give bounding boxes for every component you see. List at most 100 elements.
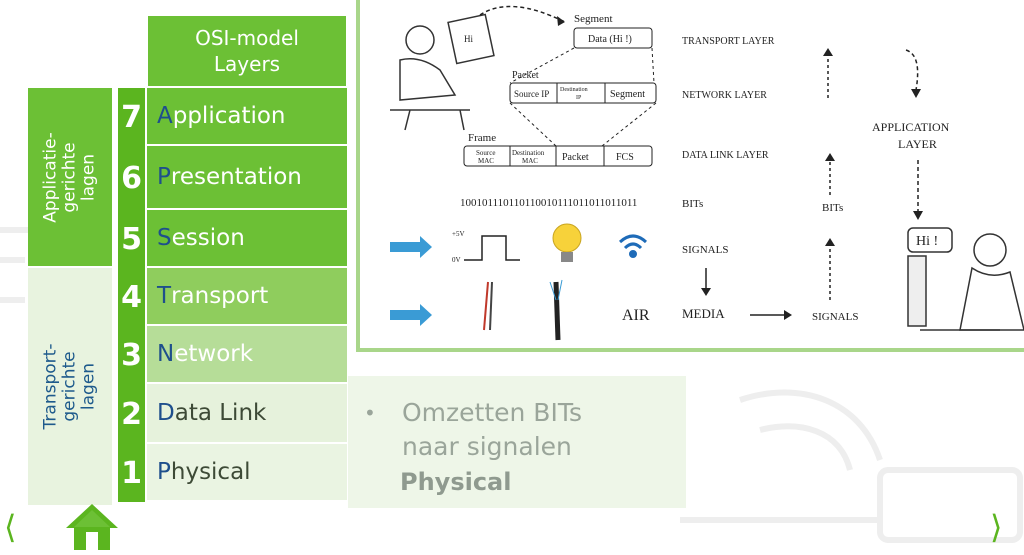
segment-label: Segment <box>574 13 613 25</box>
packet-label: Packet <box>512 70 539 81</box>
layer-number: 3 <box>118 326 147 384</box>
layer-number: 4 <box>118 268 147 326</box>
layer-name-rest: etwork <box>174 341 254 367</box>
packet-destination-ip: IP <box>576 95 582 101</box>
osi-model-header: OSI-model Layers <box>148 16 346 86</box>
bullet-dot: • <box>364 401 376 425</box>
application-layer-line-2: LAYER <box>898 137 937 151</box>
segment-box <box>573 27 653 49</box>
network-layer-label: NETWORK LAYER <box>682 90 767 101</box>
layer-initial: P <box>157 459 171 485</box>
group-trans-line-2: gerichte <box>59 351 80 422</box>
previous-slide-button[interactable]: ⟨ <box>4 508 17 546</box>
frame-destination: Destination <box>512 149 545 157</box>
bits-label: BITs <box>682 198 703 210</box>
transport-layer-label: TRANSPORT LAYER <box>682 36 775 47</box>
layer-name-rest: resentation <box>170 164 302 190</box>
bullet-line-2: naar signalen <box>402 432 572 461</box>
frame-source-mac: MAC <box>478 157 494 165</box>
data-link-layer-label: DATA LINK LAYER <box>682 150 769 161</box>
frame-source: Source <box>476 149 495 157</box>
air-label: AIR <box>622 307 650 324</box>
layer-initial: A <box>157 103 173 129</box>
diagram-canvas: Hi Segment Data (Hi !) Packet Source IP … <box>390 5 1024 341</box>
group-app-line-2: gerichte <box>59 141 80 213</box>
frame-fcs: FCS <box>616 152 634 163</box>
layer-initial: D <box>157 400 175 426</box>
receiver-signals-label: SIGNALS <box>812 311 858 323</box>
packet-destination: Destination <box>560 87 588 93</box>
layer-initial: S <box>157 225 172 251</box>
packet-segment: Segment <box>610 89 645 100</box>
transport-oriented-group-label: Transport- gerichte lagen <box>28 268 112 505</box>
sender-person-illustration <box>390 13 495 131</box>
copper-cable-icon <box>483 281 493 331</box>
encapsulation-diagram: Hi Segment Data (Hi !) Packet Source IP … <box>356 0 1024 352</box>
application-layer-line-1: APPLICATION <box>872 120 950 134</box>
fiber-cable-icon <box>549 279 563 341</box>
voltage-high: +5V <box>452 230 465 238</box>
layer-name-rest: ransport <box>171 283 269 309</box>
group-app-line-3: lagen <box>78 153 99 201</box>
group-app-line-1: Applicatie- <box>40 131 61 223</box>
receiver-person-illustration <box>907 227 1024 331</box>
voltage-low: 0V <box>452 256 461 264</box>
layer-initial: N <box>157 341 175 367</box>
bullet-line-1: Omzetten BITs <box>402 398 582 427</box>
bits-string: 100101110110110010111011011011011 <box>460 197 637 209</box>
layer-initial: T <box>157 283 172 309</box>
layer-number: 2 <box>118 384 147 444</box>
frame-destination-mac: MAC <box>522 157 538 165</box>
physical-layer-description: • Omzetten BITs naar signalen Physical <box>348 376 686 508</box>
wifi-icon <box>618 234 648 258</box>
header-line-1: OSI-model <box>195 26 299 50</box>
layer-initial: P <box>157 164 171 190</box>
frame-box <box>463 145 653 167</box>
speech-bubble-text: Hi ! <box>916 234 938 249</box>
layer-name-rest: ata Link <box>174 400 267 426</box>
layer-number: 5 <box>118 210 147 268</box>
square-wave-icon <box>464 235 520 261</box>
application-oriented-group-label: Applicatie- gerichte lagen <box>28 88 112 266</box>
layer-number: 6 <box>118 146 147 210</box>
current-layer-title: Physical <box>400 468 512 496</box>
group-trans-line-3: lagen <box>78 362 99 411</box>
packet-source-ip: Source IP <box>514 89 549 99</box>
layer-name-rest: ession <box>171 225 245 251</box>
segment-data: Data (Hi !) <box>588 34 632 45</box>
frame-packet: Packet <box>562 152 589 163</box>
layer-name-rest: pplication <box>172 103 286 129</box>
signal-arrow-icon <box>390 236 432 258</box>
receiver-bits-label: BITs <box>822 202 843 214</box>
layer-number: 7 <box>118 88 147 146</box>
layer-number: 1 <box>118 444 147 502</box>
next-slide-button[interactable]: ⟩ <box>990 508 1003 546</box>
signals-label: SIGNALS <box>682 244 728 256</box>
send-arrow <box>479 5 566 23</box>
bullet-point: • Omzetten BITs naar signalen <box>364 396 682 464</box>
group-trans-line-1: Transport- <box>40 343 61 430</box>
media-arrow-icon <box>390 304 432 326</box>
light-bulb-icon <box>552 223 582 262</box>
media-label: MEDIA <box>682 306 725 321</box>
layer-name-rest: hysical <box>170 459 251 485</box>
packet-box <box>509 82 657 104</box>
home-icon[interactable] <box>64 500 120 552</box>
frame-label: Frame <box>468 132 496 144</box>
screen-text: Hi <box>464 34 473 44</box>
